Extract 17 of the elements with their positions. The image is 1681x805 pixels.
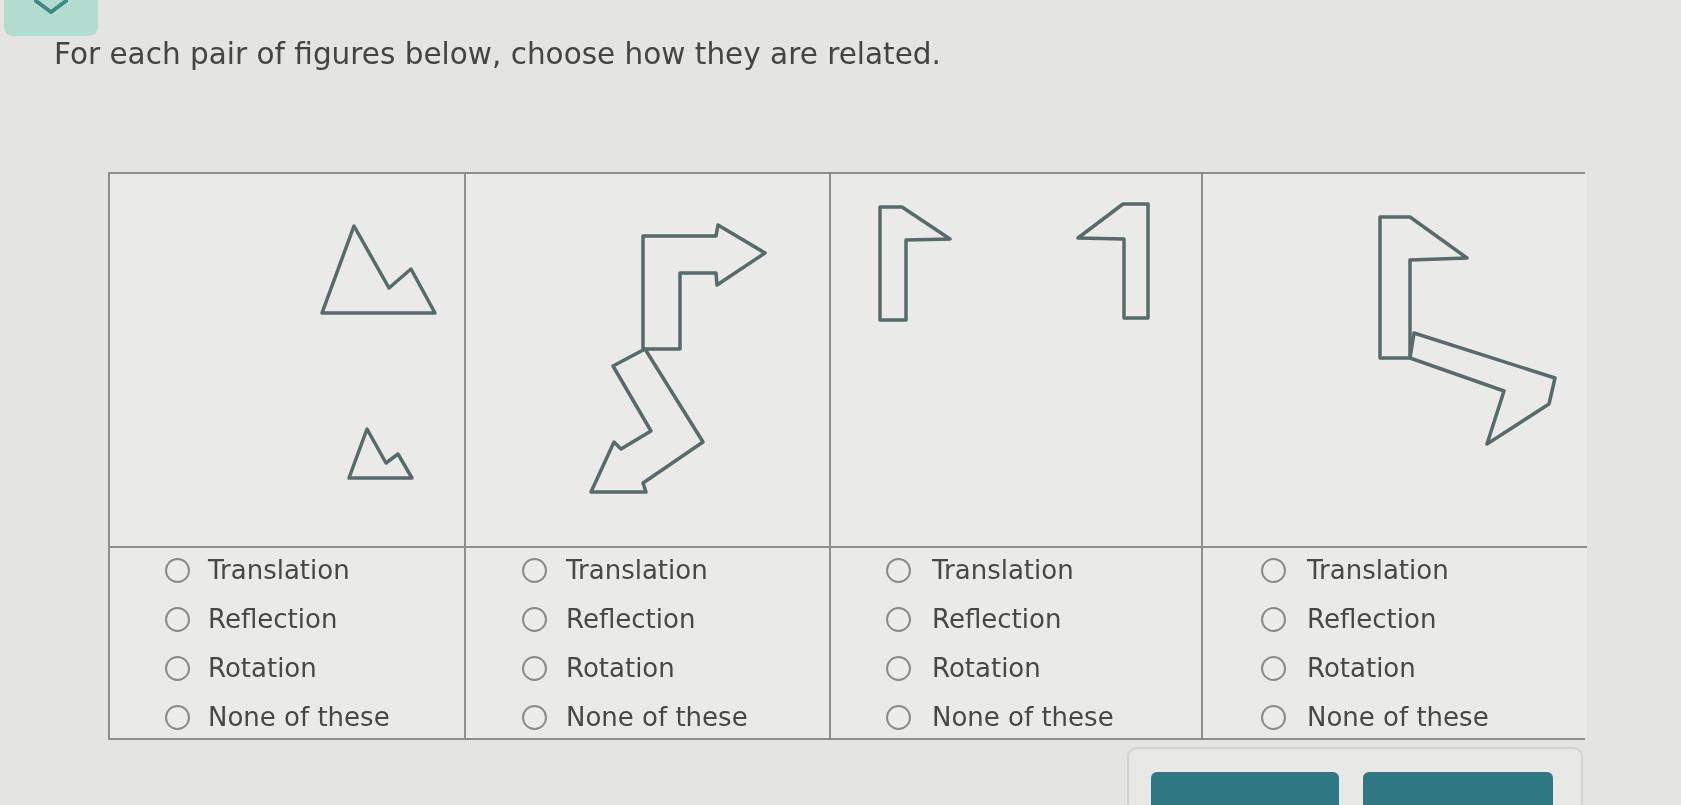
option-label: None of these xyxy=(932,702,1114,732)
option-label: Rotation xyxy=(566,653,675,683)
option-label: None of these xyxy=(208,702,390,732)
option-label: Reflection xyxy=(566,604,696,634)
option-label: Rotation xyxy=(208,653,317,683)
instruction-text: For each pair of figures below, choose how they are related. xyxy=(54,36,941,72)
option-label: None of these xyxy=(1307,702,1489,732)
option-label: Reflection xyxy=(208,604,338,634)
option-label: Translation xyxy=(932,555,1074,585)
option-label: Translation xyxy=(208,555,350,585)
option-label: Reflection xyxy=(932,604,1062,634)
option-label: Rotation xyxy=(932,653,1041,683)
option-label: None of these xyxy=(566,702,748,732)
option-label: Reflection xyxy=(1307,604,1437,634)
option-label: Rotation xyxy=(1307,653,1416,683)
option-label: Translation xyxy=(566,555,708,585)
option-label: Translation xyxy=(1307,555,1449,585)
